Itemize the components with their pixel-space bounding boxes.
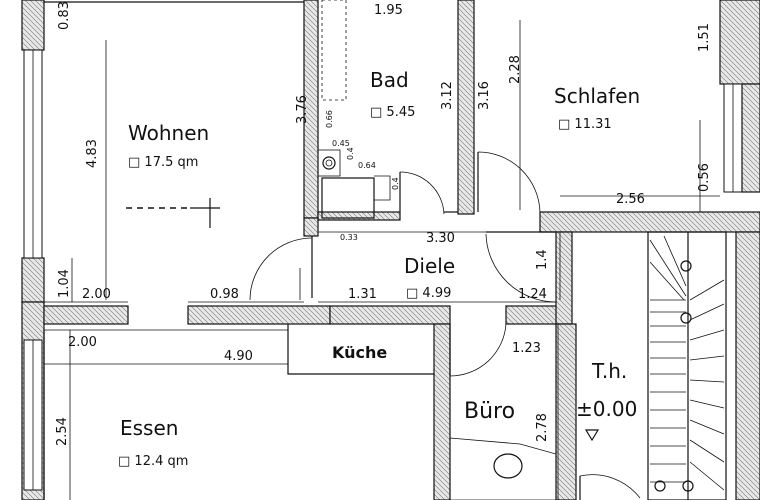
- dim-schlafen-left-2: 2.28: [508, 55, 523, 84]
- area-bad: □ 5.45: [370, 105, 415, 120]
- dim-diele-width: 3.30: [426, 231, 455, 246]
- dim-wohnen-height: 4.83: [85, 139, 100, 168]
- dim-bad-top: 1.95: [374, 3, 403, 18]
- dim-buero-top: 1.23: [512, 341, 541, 356]
- wall-right-mid: [741, 83, 760, 193]
- dim-diele-small: 0.33: [340, 233, 358, 242]
- dim-bad-left: 3.76: [295, 95, 310, 124]
- buero-furniture: [449, 437, 557, 500]
- dim-schlafen-left-1: 3.16: [477, 81, 492, 110]
- dim-schlafen-bottom: 2.56: [616, 192, 645, 207]
- wall-left-mid: [21, 257, 45, 303]
- dim-essen-top: 2.00: [68, 335, 97, 350]
- wall-bad-schlafen: [457, 0, 475, 215]
- dim-essen-height: 2.54: [55, 417, 70, 446]
- dim-diele-124: 1.24: [518, 287, 547, 302]
- dim-bad-small-2: 0.45: [332, 139, 350, 148]
- room-label-diele: Diele: [404, 254, 455, 278]
- wall-bad-corner: [303, 217, 319, 237]
- dim-wohnen-bottom: 2.00: [82, 287, 111, 302]
- kitchen-counter: [287, 324, 434, 375]
- walls: [21, 0, 760, 500]
- wall-diele-bottom-left: [329, 305, 451, 325]
- dim-diele-right: 1.4: [535, 249, 550, 270]
- area-value-essen: 12.4 qm: [134, 454, 188, 469]
- wall-kueche-buero: [433, 323, 451, 500]
- doors: [249, 151, 641, 500]
- dim-bad-right: 3.12: [440, 81, 455, 110]
- room-label-th: T.h.: [591, 359, 627, 383]
- area-value-bad: 5.45: [386, 105, 415, 120]
- wall-right-top: [719, 0, 760, 85]
- area-schlafen: □ 11.31: [558, 117, 612, 132]
- wall-bad-bottom: [317, 211, 401, 221]
- dimension-lines: [44, 20, 720, 500]
- dim-wohnen-top-left: 0.83: [57, 1, 72, 30]
- wall-right-bottom: [735, 231, 760, 500]
- room-label-essen: Essen: [120, 416, 178, 440]
- area-value-wohnen: 17.5 qm: [144, 155, 198, 170]
- room-label-wohnen: Wohnen: [128, 121, 209, 145]
- dim-door-098: 0.98: [210, 287, 239, 302]
- area-essen: □ 12.4 qm: [118, 454, 188, 469]
- dim-bad-small-3: 0.4: [346, 147, 355, 160]
- dim-schlafen-right: 0.56: [697, 163, 712, 192]
- dim-schlafen-top-right: 1.51: [697, 23, 712, 52]
- wall-wohnen-essen-left: [43, 305, 129, 325]
- wall-wohnen-essen-right: [187, 305, 331, 325]
- area-marker-icon: □: [118, 454, 134, 469]
- room-label-kueche: Küche: [332, 343, 387, 362]
- area-marker-icon: □: [558, 117, 574, 132]
- wall-schlafen-bottom: [539, 211, 760, 233]
- dim-bad-small-5: 0.4: [391, 177, 400, 190]
- level-th: ±0.00: [576, 397, 637, 421]
- wall-diele-th: [555, 231, 573, 325]
- dim-diele-131: 1.31: [348, 287, 377, 302]
- bath-fixtures: [317, 0, 391, 219]
- staircase: [647, 231, 727, 500]
- dim-wohnen-lower: 1.04: [57, 269, 72, 298]
- wall-diele-bottom-right: [505, 305, 563, 325]
- room-label-schlafen: Schlafen: [554, 84, 640, 108]
- level-marker-icon: [584, 429, 600, 442]
- area-marker-icon: □: [370, 105, 386, 120]
- area-value-schlafen: 11.31: [574, 117, 611, 132]
- wall-left-top: [21, 0, 45, 51]
- area-marker-icon: □: [406, 286, 422, 301]
- room-label-buero: Büro: [464, 399, 515, 424]
- wall-buero-th: [555, 323, 577, 500]
- dim-bad-small-4: 0.64: [358, 161, 376, 170]
- area-value-diele: 4.99: [422, 286, 451, 301]
- dim-kitchen-width: 4.90: [224, 349, 253, 364]
- area-diele: □ 4.99: [406, 286, 451, 301]
- area-marker-icon: □: [128, 155, 144, 170]
- dim-bad-small-1: 0.66: [325, 110, 334, 128]
- dim-buero-height: 2.78: [535, 413, 550, 442]
- room-label-bad: Bad: [370, 68, 409, 92]
- area-wohnen: □ 17.5 qm: [128, 155, 198, 170]
